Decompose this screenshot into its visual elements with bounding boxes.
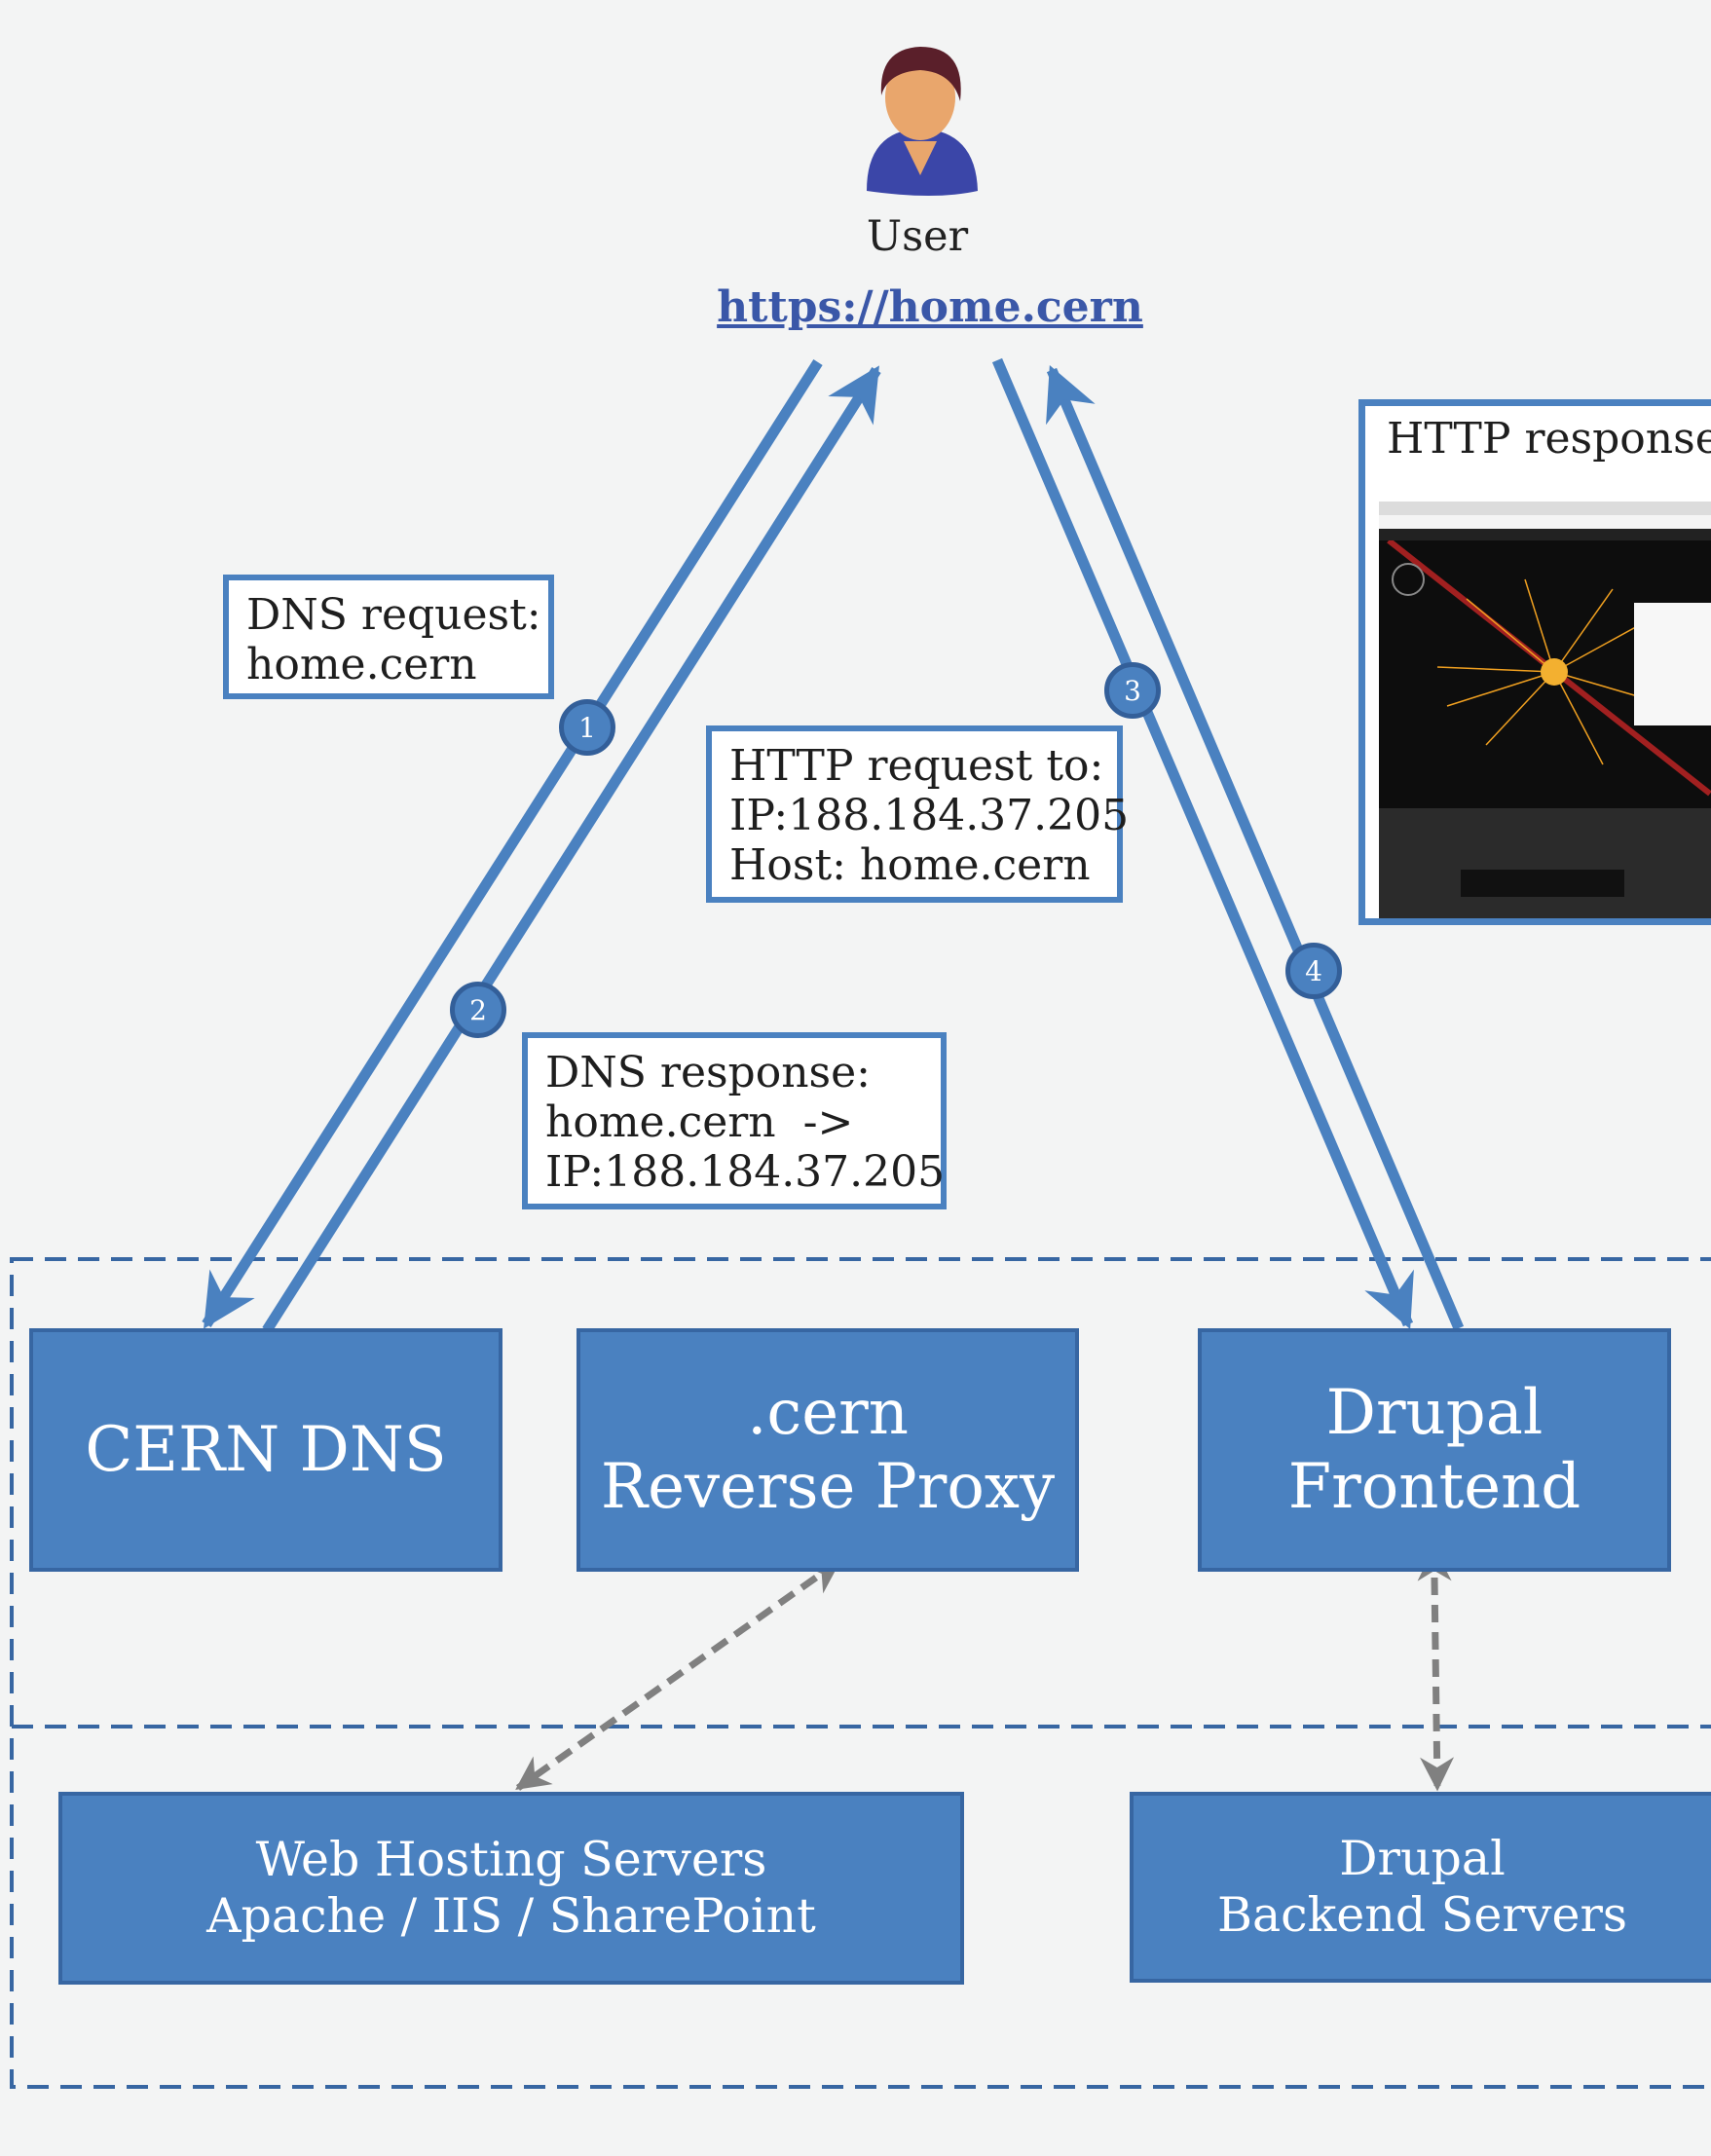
link-proxy-webhosting (515, 1559, 841, 1791)
web-hosting-box: Web Hosting Servers Apache / IIS / Share… (58, 1792, 964, 1985)
arrow-dns-response (262, 365, 881, 1333)
drupal-backend-box: Drupal Backend Servers (1130, 1792, 1711, 1983)
arrow-dns-request (202, 359, 823, 1329)
note-dns-request: DNS request: home.cern (223, 575, 554, 699)
arrow-http-request (991, 357, 1414, 1330)
http-response-panel: HTTP response: (1358, 399, 1711, 925)
link-frontend-backend (1417, 1546, 1455, 1792)
user-avatar-icon (867, 47, 978, 196)
reverse-proxy-box: .cern Reverse Proxy (577, 1328, 1079, 1572)
step-badge-4: 4 (1285, 943, 1342, 999)
user-label: User (866, 212, 969, 261)
step-badge-2: 2 (450, 982, 506, 1038)
arrow-http-response (1046, 364, 1465, 1331)
note-http-request: HTTP request to: IP:188.184.37.205 Host:… (706, 725, 1129, 903)
drupal-frontend-box: Drupal Frontend (1198, 1328, 1671, 1572)
note-dns-response: DNS response: home.cern -> IP:188.184.37… (522, 1032, 947, 1209)
frontend-region (10, 1257, 1711, 2089)
user-url-link[interactable]: https://home.cern (717, 282, 1143, 332)
website-screenshot (1379, 502, 1711, 918)
step-badge-3: 3 (1104, 662, 1161, 719)
cern-dns-box: CERN DNS (29, 1328, 502, 1572)
http-response-title: HTTP response: (1387, 414, 1711, 464)
step-badge-1: 1 (559, 699, 615, 756)
